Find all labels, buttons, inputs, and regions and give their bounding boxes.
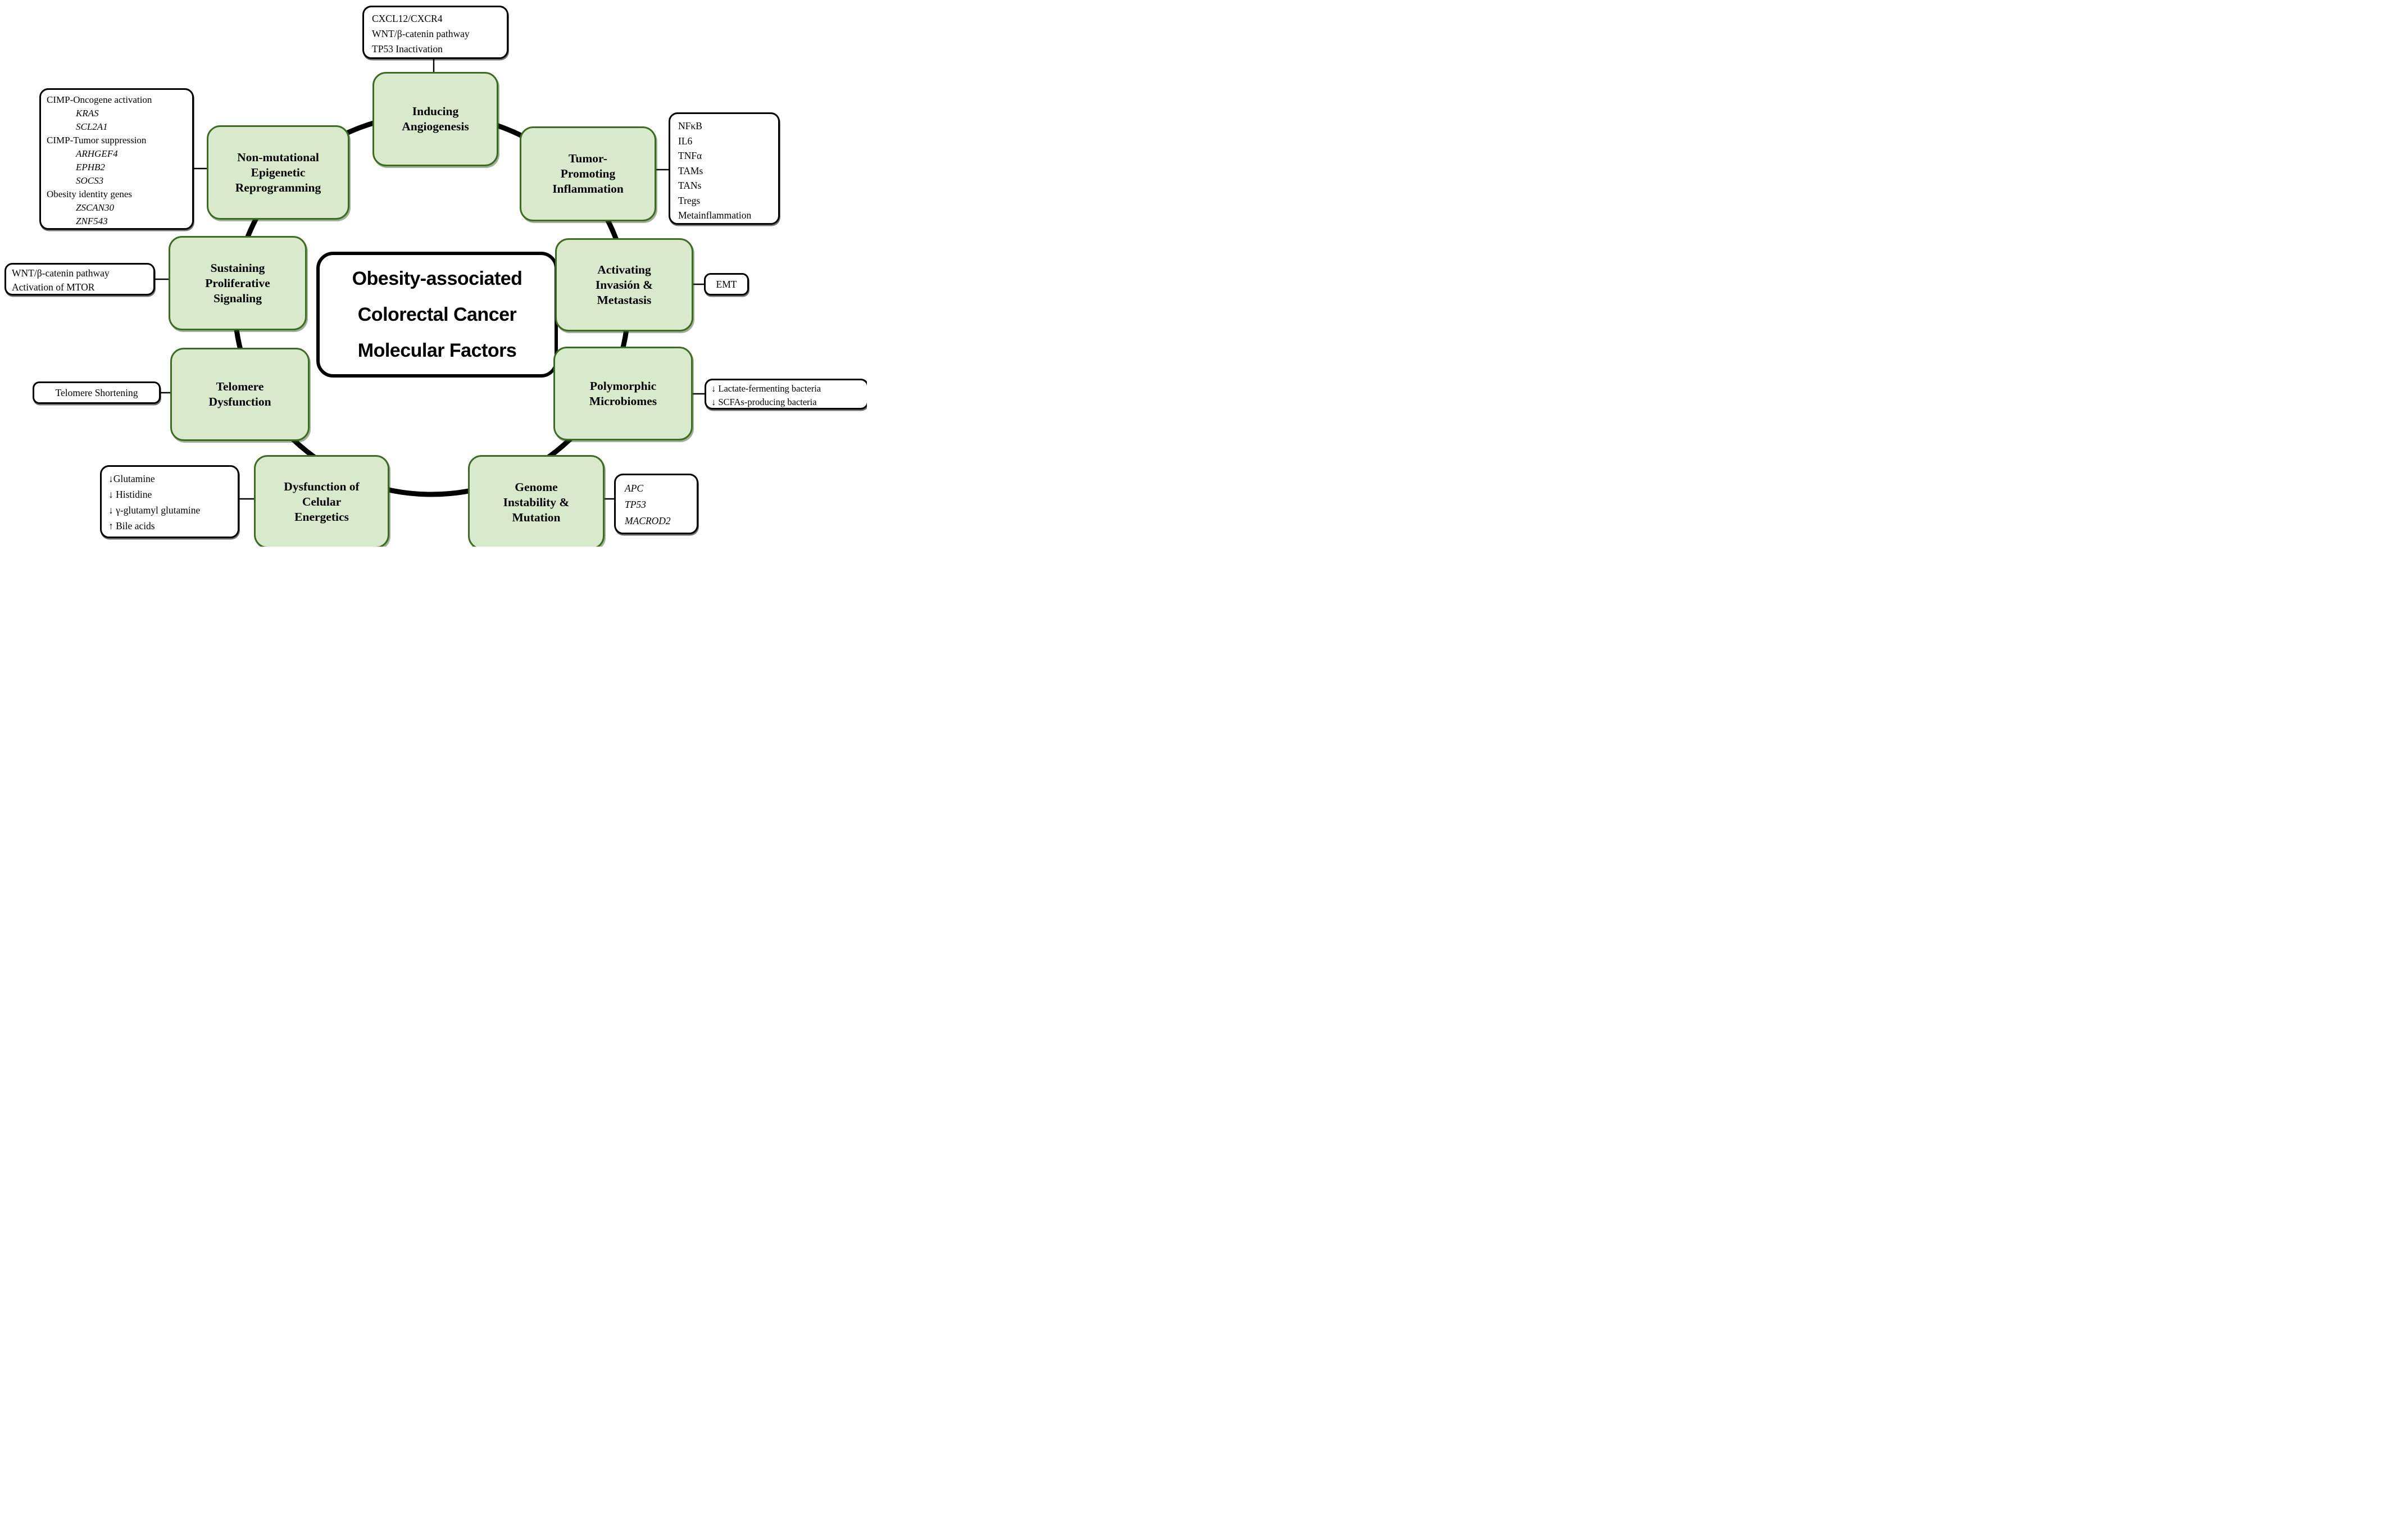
- hallmark-label-line: Genome: [515, 480, 558, 494]
- note-line-gene: EPHB2: [76, 162, 105, 172]
- hallmark-label-line: Dysfunction of: [284, 479, 360, 493]
- hallmark-sustaining-proliferative-signaling: Sustaining Proliferative Signaling: [169, 236, 307, 330]
- note-line: ↓ SCFAs-producing bacteria: [711, 397, 817, 407]
- note-line: TANs: [678, 180, 702, 191]
- note-angiogenesis-factors: CXCL12/CXCR4 WNT/β-catenin pathway TP53 …: [362, 6, 508, 59]
- note-line: ↓Glutamine: [108, 473, 155, 484]
- central-title-line: Obesity-associated: [352, 268, 523, 289]
- hallmark-label-line: Inflammation: [552, 182, 624, 196]
- diagram-canvas: Obesity-associated Colorectal Cancer Mol…: [0, 0, 867, 547]
- note-line: CXCL12/CXCR4: [372, 13, 443, 24]
- central-title-line: Colorectal Cancer: [357, 304, 517, 325]
- note-line: Obesity identity genes: [47, 189, 133, 199]
- note-line-gene: SOCS3: [76, 175, 104, 186]
- note-line: Activation of MTOR: [12, 281, 95, 293]
- hallmark-label-line: Epigenetic: [251, 165, 306, 179]
- note-genome-genes: APC TP53 MACROD2: [614, 474, 698, 534]
- hallmark-label-line: Promoting: [560, 167, 616, 180]
- hallmark-genome-instability-mutation: Genome Instability & Mutation: [468, 455, 605, 547]
- note-line-gene: ZSCAN30: [76, 202, 115, 213]
- note-line-gene: KRAS: [76, 108, 99, 119]
- note-metastasis-factors: EMT: [704, 273, 749, 296]
- note-line-gene: MACROD2: [625, 515, 671, 526]
- note-line: Tregs: [678, 194, 701, 206]
- note-inflammation-factors: NFκB IL6 TNFα TAMs TANs Tregs Metainflam…: [669, 112, 780, 225]
- hallmark-telomere-dysfunction: Telomere Dysfunction: [170, 348, 310, 441]
- hallmark-tumor-promoting-inflammation: Tumor- Promoting Inflammation: [520, 126, 656, 221]
- note-line: WNT/β-catenin pathway: [372, 28, 470, 39]
- hallmark-activating-invasion-metastasis: Activating Invasión & Metastasis: [555, 238, 693, 331]
- note-line-gene: TP53: [625, 499, 646, 510]
- note-line-gene: APC: [625, 483, 644, 494]
- note-line: ↓ Histidine: [108, 489, 152, 500]
- note-line: TAMs: [678, 165, 703, 176]
- note-line: ↓ Lactate-fermenting bacteria: [711, 383, 821, 394]
- hallmark-label-line: Reprogramming: [235, 180, 321, 194]
- note-line: Telomere Shortening: [55, 387, 138, 398]
- hallmark-label-line: Microbiomes: [589, 394, 657, 408]
- note-telomere-factors: Telomere Shortening: [33, 381, 161, 404]
- hallmark-label-line: Proliferative: [205, 276, 270, 290]
- hallmark-polymorphic-microbiomes: Polymorphic Microbiomes: [553, 347, 693, 440]
- note-line: Metainflammation: [678, 210, 752, 221]
- note-proliferative-factors: WNT/β-catenin pathway Activation of MTOR: [4, 263, 155, 296]
- hallmark-inducing-angiogenesis: Inducing Angiogenesis: [372, 72, 498, 166]
- hallmark-label-line: Sustaining: [210, 261, 265, 275]
- hallmark-label-line: Activating: [597, 262, 651, 276]
- hallmark-label-line: Tumor-: [569, 152, 607, 165]
- note-energetics-factors: ↓Glutamine ↓ Histidine ↓ γ-glutamyl glut…: [100, 465, 239, 538]
- note-microbiome-factors: ↓ Lactate-fermenting bacteria ↓ SCFAs-pr…: [705, 379, 867, 410]
- note-line: ↓ γ-glutamyl glutamine: [108, 505, 201, 516]
- hallmark-label-line: Angiogenesis: [402, 120, 469, 133]
- hallmark-nonmutational-epigenetic-reprogramming: Non-mutational Epigenetic Reprogramming: [207, 125, 349, 220]
- note-epigenetic-genes: CIMP-Oncogene activation KRAS SCL2A1 CIM…: [39, 88, 194, 230]
- hallmark-label-line: Non-mutational: [237, 150, 319, 164]
- hallmark-label-line: Telomere: [216, 380, 264, 393]
- note-line: CIMP-Tumor suppression: [47, 135, 147, 146]
- hallmark-label-line: Mutation: [512, 510, 561, 524]
- hallmark-label-line: Polymorphic: [589, 379, 657, 393]
- note-line-gene: ARHGEF4: [76, 148, 118, 159]
- note-line-gene: SCL2A1: [76, 121, 108, 132]
- hallmark-label-line: Metastasis: [597, 293, 652, 307]
- central-title-line: Molecular Factors: [357, 340, 517, 361]
- note-line: WNT/β-catenin pathway: [12, 267, 110, 279]
- hallmark-label-line: Instability &: [503, 495, 570, 509]
- note-line-gene: ZNF543: [76, 216, 108, 226]
- hallmark-label-line: Dysfunction: [208, 395, 271, 408]
- note-line: ↑ Bile acids: [108, 520, 155, 531]
- hallmark-dysfunction-celular-energetics: Dysfunction of Celular Energetics: [254, 455, 389, 547]
- hallmark-label-line: Energetics: [294, 510, 349, 524]
- note-line: NFκB: [678, 120, 702, 131]
- note-line: CIMP-Oncogene activation: [47, 94, 152, 105]
- note-line: TNFα: [678, 150, 702, 161]
- note-line: IL6: [678, 135, 693, 147]
- hallmark-label-line: Inducing: [412, 104, 459, 118]
- hallmark-label-line: Celular: [302, 494, 342, 508]
- note-line: TP53 Inactivation: [372, 43, 443, 54]
- hallmark-label-line: Signaling: [213, 291, 262, 305]
- note-line: EMT: [716, 278, 737, 290]
- central-title-box: Obesity-associated Colorectal Cancer Mol…: [316, 252, 558, 378]
- hallmark-label-line: Invasión &: [595, 278, 653, 292]
